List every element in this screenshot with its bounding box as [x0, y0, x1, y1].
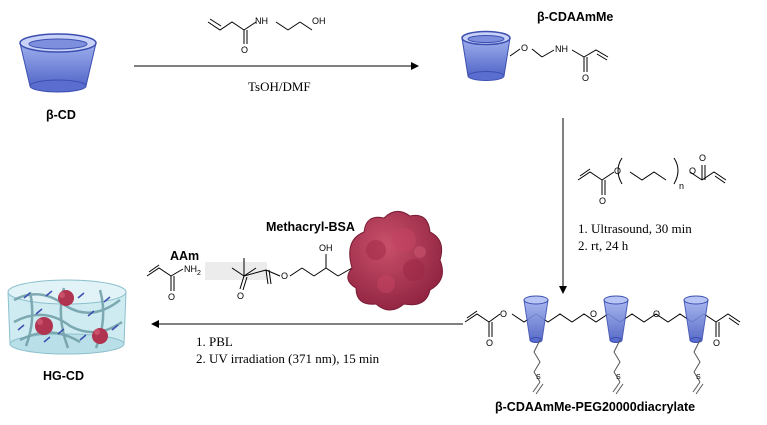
- product-structure: [464, 295, 741, 395]
- peg-o2-label: O: [599, 196, 607, 206]
- aam-o-label: O: [168, 292, 176, 302]
- step2-condition-2: 2. rt, 24 h: [578, 238, 629, 253]
- reagent-peg-diacrylate: [577, 157, 727, 195]
- methacryl-bsa-label: Methacryl-BSA: [266, 220, 355, 234]
- peg-n-label: n: [679, 181, 685, 191]
- peg-o3-label: O: [689, 166, 697, 176]
- product-cd-ring-3: [683, 295, 709, 395]
- bsa-protein-icon: [347, 211, 443, 311]
- step1-conditions: TsOH/DMF: [248, 79, 311, 94]
- reagent-oh-label: OH: [312, 16, 326, 26]
- product-s1-label: S: [536, 374, 541, 381]
- product-cd-ring-1: [523, 295, 549, 395]
- reagent-o-label: O: [241, 45, 249, 55]
- aam-structure: [146, 264, 184, 291]
- product-o3-label: O: [590, 309, 598, 319]
- beta-cd-icon: [19, 33, 97, 93]
- cdaamme-cd-icon: [461, 30, 511, 81]
- product-s2-label: S: [616, 374, 621, 381]
- cdaamme-o-label: O: [521, 43, 529, 53]
- hg-cd-label: HG-CD: [43, 369, 84, 383]
- aam-label: AAm: [170, 249, 200, 263]
- peg-o1-label: O: [614, 166, 622, 176]
- product-o5-label: O: [713, 338, 721, 348]
- product-o4-label: O: [653, 309, 661, 319]
- cdaamme-carbonyl-o-label: O: [582, 73, 590, 83]
- linker-o1-label: O: [237, 291, 245, 301]
- reagent-nh-label: NH: [255, 16, 268, 26]
- hg-cd-hydrogel-icon: [7, 279, 127, 355]
- reagent-hydroxymethylacrylamide: [207, 18, 313, 44]
- product-label: β-CDAAmMe-PEG20000diacrylate: [495, 400, 696, 414]
- product-o1-label: O: [500, 309, 508, 319]
- linker-o2-label: O: [281, 271, 289, 281]
- peg-o4-label: O: [699, 153, 707, 163]
- aam-nh2-label: NH2: [184, 264, 201, 277]
- product-o2-label: O: [486, 338, 494, 348]
- methacryl-linker: [231, 254, 353, 291]
- step2-condition-1: 1. Ultrasound, 30 min: [578, 221, 692, 236]
- cdaamme-chain: [509, 48, 609, 72]
- aam-subscript: 2: [197, 269, 201, 277]
- product-cd-ring-2: [603, 295, 629, 395]
- beta-cd-label: β-CD: [46, 108, 76, 122]
- step3-condition-2: 2. UV irradiation (371 nm), 15 min: [196, 351, 380, 366]
- linker-oh-label: OH: [319, 243, 333, 253]
- cdaamme-label: β-CDAAmMe: [537, 10, 614, 24]
- step3-condition-1: 1. PBL: [196, 334, 233, 349]
- aam-nh-text: NH: [184, 264, 197, 274]
- cdaamme-nh-label: NH: [555, 44, 568, 54]
- product-s3-label: S: [696, 374, 701, 381]
